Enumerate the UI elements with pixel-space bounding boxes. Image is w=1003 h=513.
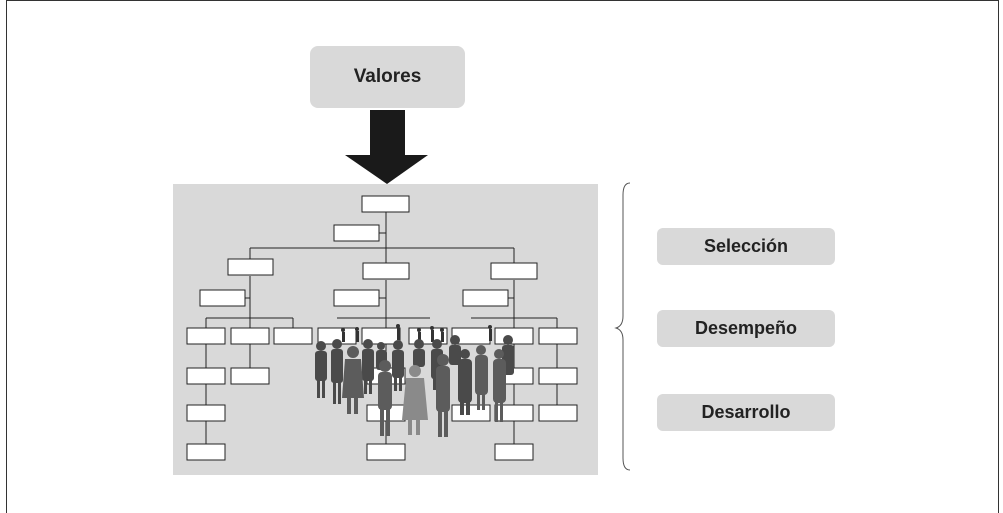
- org-box: [538, 327, 578, 345]
- crowd-icon: [315, 324, 514, 437]
- org-box: [273, 327, 313, 345]
- stage-desempeno-box: Desempeño: [657, 310, 835, 347]
- org-box: [186, 367, 226, 385]
- org-box: [538, 404, 578, 422]
- org-box: [230, 327, 270, 345]
- org-box-left-staff: [199, 289, 246, 307]
- stage-label: Selección: [703, 236, 789, 256]
- org-box-middle-staff: [333, 289, 380, 307]
- org-box: [538, 367, 578, 385]
- stage-label: Desempeño: [694, 318, 798, 338]
- diagram-frame: [6, 0, 999, 513]
- valores-label: Valores: [353, 66, 422, 87]
- org-box: [186, 443, 226, 461]
- org-box-assistant: [333, 224, 380, 242]
- stage-label: Desarrollo: [701, 402, 791, 422]
- org-box: [186, 327, 226, 345]
- org-box: [186, 404, 226, 422]
- org-box-right: [490, 262, 538, 280]
- valores-box: Valores: [310, 46, 465, 108]
- org-box: [230, 367, 270, 385]
- stage-desarrollo-box: Desarrollo: [657, 394, 835, 431]
- org-box: [366, 443, 406, 461]
- org-box-middle: [362, 262, 410, 280]
- org-box-right-staff: [462, 289, 509, 307]
- down-arrow-icon: [345, 110, 428, 184]
- org-box: [494, 443, 534, 461]
- org-box-top: [361, 195, 410, 213]
- curly-brace: [614, 182, 631, 471]
- org-box-left: [227, 258, 274, 276]
- org-box: [494, 327, 534, 345]
- stage-seleccion-box: Selección: [657, 228, 835, 265]
